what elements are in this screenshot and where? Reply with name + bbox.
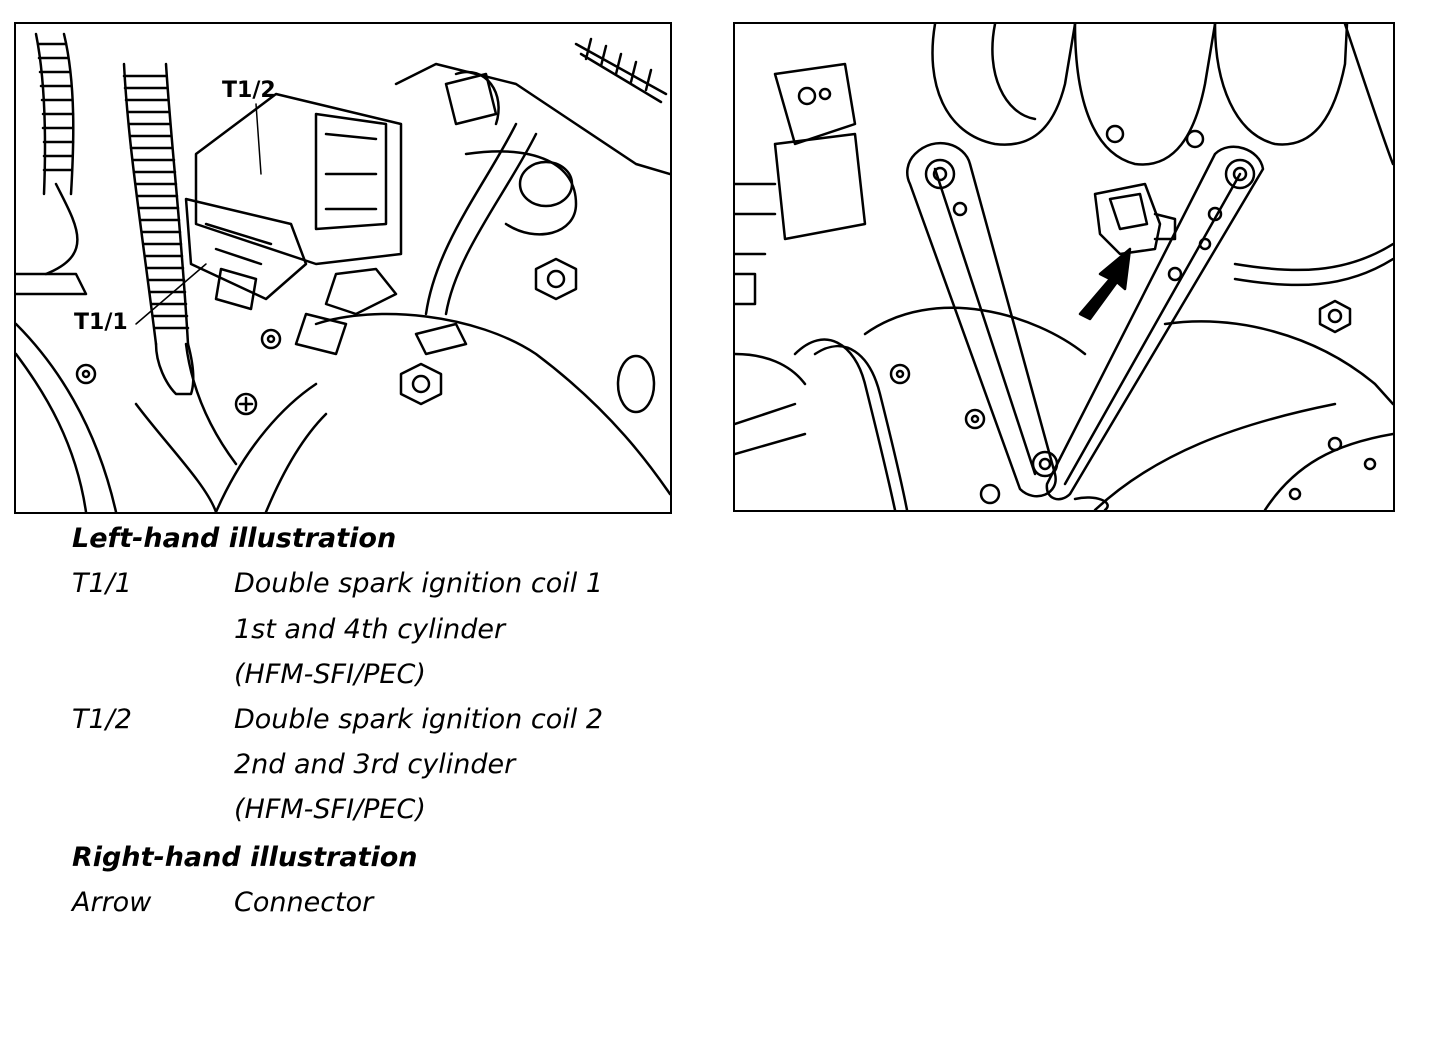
legend-heading-left: Left-hand illustration bbox=[72, 523, 397, 554]
legend-description: Connector bbox=[234, 887, 374, 918]
legend-description: (HFM-SFI/PEC) bbox=[234, 659, 426, 690]
ignition-coil-t1-2 bbox=[194, 92, 403, 266]
legend-description: Double spark ignition coil 1 bbox=[234, 568, 604, 599]
connector bbox=[1093, 182, 1177, 256]
right-illustration bbox=[733, 22, 1395, 512]
v-brace bbox=[906, 142, 1265, 501]
legend-description: 2nd and 3rd cylinder bbox=[234, 749, 516, 780]
hex-bolt bbox=[399, 362, 443, 406]
legend-key: Arrow bbox=[72, 887, 152, 918]
arrow-indicator bbox=[1078, 247, 1132, 321]
legend-description: 1st and 4th cylinder bbox=[234, 614, 506, 645]
legend-description: Double spark ignition coil 2 bbox=[234, 704, 604, 735]
ignition-cable bbox=[122, 62, 195, 396]
legend-description: (HFM-SFI/PEC) bbox=[234, 794, 426, 825]
callout-label-t1-1: T1/1 bbox=[74, 310, 128, 335]
legend-heading-right: Right-hand illustration bbox=[72, 842, 418, 873]
ignition-coil-t1-1 bbox=[184, 197, 308, 311]
hex-bolt bbox=[534, 257, 578, 301]
hex-bolt bbox=[1318, 299, 1352, 334]
right-engine-drawing bbox=[735, 24, 1393, 510]
left-engine-drawing bbox=[16, 32, 670, 512]
left-illustration: T1/2 T1/1 bbox=[14, 22, 672, 514]
callout-label-t1-2: T1/2 bbox=[222, 78, 276, 103]
legend-key: T1/2 bbox=[72, 704, 132, 735]
left-corrugated-hose bbox=[34, 32, 75, 196]
legend-key: T1/1 bbox=[72, 568, 132, 599]
